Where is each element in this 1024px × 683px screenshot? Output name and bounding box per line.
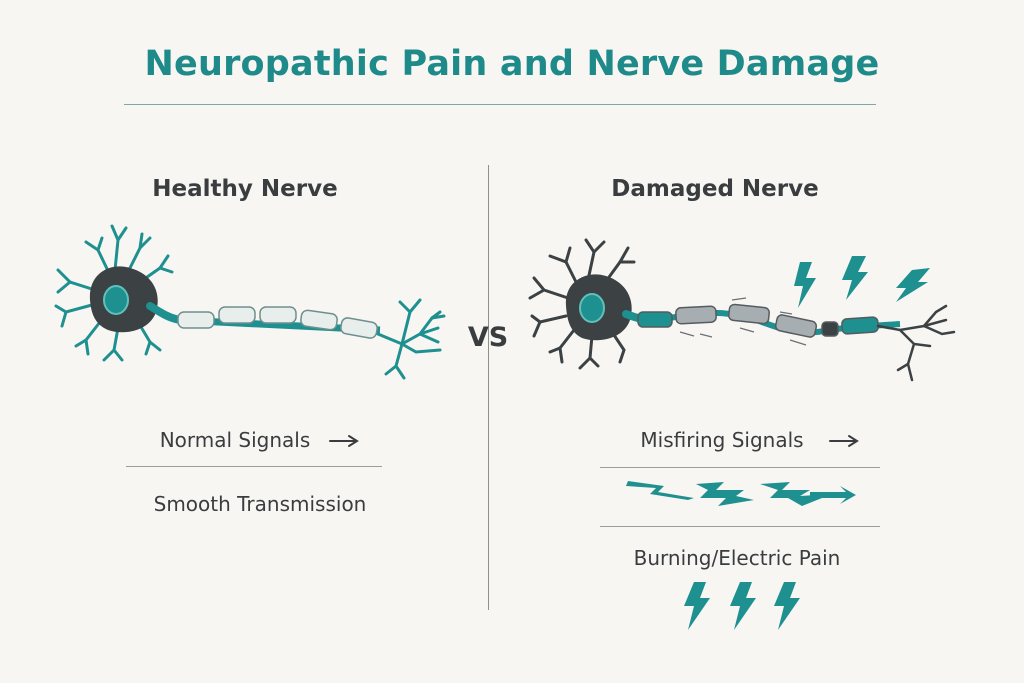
lightning-bolt-icon — [794, 256, 930, 308]
healthy-myelin-sheath — [177, 306, 378, 339]
damaged-axon-terminals — [876, 304, 956, 382]
healthy-separator — [126, 466, 382, 467]
page-title: Neuropathic Pain and Nerve Damage — [144, 44, 880, 84]
healthy-axon-terminals — [376, 298, 446, 380]
healthy-dendrites — [54, 224, 174, 362]
vs-label: VS — [467, 322, 509, 353]
damaged-separator-top — [600, 467, 880, 468]
damaged-myelin-sheath — [637, 303, 879, 338]
damaged-separator-bottom — [600, 526, 880, 527]
center-divider — [488, 165, 489, 610]
damaged-nucleus — [579, 293, 605, 323]
burning-electric-pain-label: Burning/Electric Pain — [633, 546, 841, 570]
title-underline — [124, 104, 876, 105]
damaged-dendrites — [528, 238, 636, 370]
normal-signals-label: Normal Signals — [159, 428, 311, 452]
damaged-neuron — [528, 238, 956, 382]
damaged-nerve-heading: Damaged Nerve — [611, 176, 819, 202]
zigzag-signal-icon — [626, 481, 856, 506]
healthy-nucleus — [103, 285, 129, 315]
arrow-right-icon — [329, 435, 359, 447]
arrow-right-icon — [829, 435, 859, 447]
misfiring-signals-label: Misfiring Signals — [640, 428, 804, 452]
healthy-nerve-heading: Healthy Nerve — [152, 176, 338, 202]
lightning-bolt-icon — [684, 582, 800, 630]
healthy-neuron — [54, 224, 446, 380]
smooth-transmission-label: Smooth Transmission — [153, 492, 367, 516]
